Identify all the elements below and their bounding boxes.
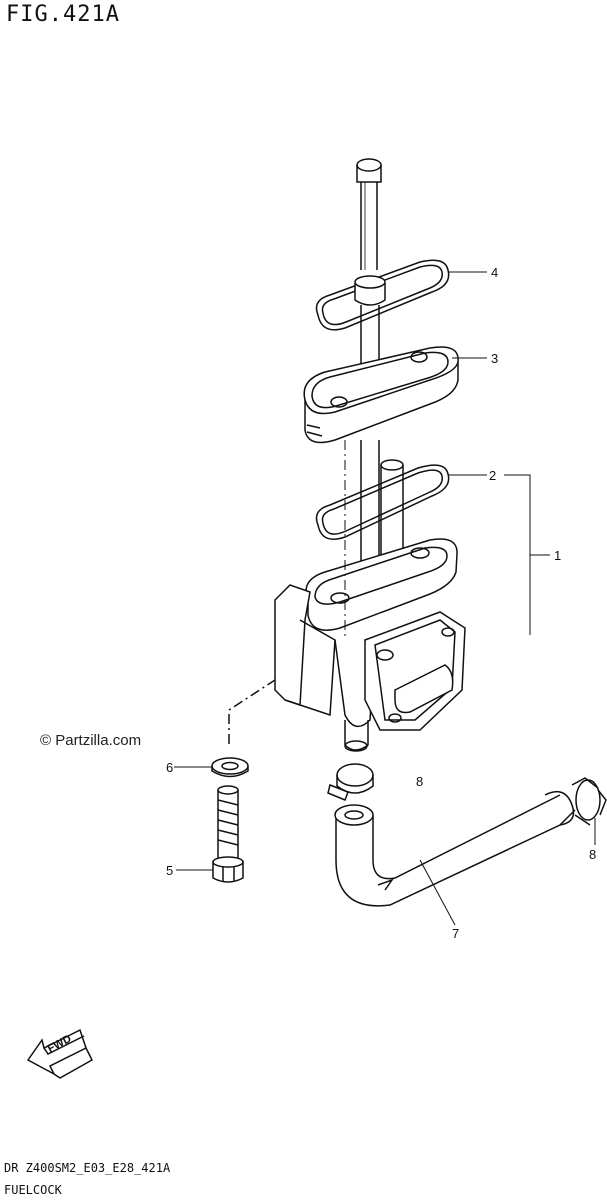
watermark: © Partzilla.com [40,732,142,749]
callout-4: 4 [491,265,499,280]
callout-8-right: 8 [589,847,597,862]
callout-3: 3 [491,351,499,366]
callout-6: 6 [166,760,174,775]
gasket-3 [303,346,459,444]
diagram-name: FUELCOCK [4,1183,62,1197]
screw-leader [228,679,276,744]
fwd-arrow-icon [26,1028,93,1079]
callout-7: 7 [452,926,460,941]
figure-title: FIG.421A [6,2,120,27]
leader-lines [174,271,596,926]
callout-2: 2 [489,468,497,483]
callout-8-left: 8 [416,774,424,789]
o-ring-2 [315,464,450,540]
hose-7 [334,790,576,907]
rod [356,158,382,270]
valve-body [274,538,466,752]
o-ring-4 [315,259,450,331]
clamp-8-right [571,777,607,826]
clamp-8-left [327,763,374,801]
washer-6 [211,757,249,778]
callout-1: 1 [554,548,562,563]
diagram-code: DR Z400SM2_E03_E28_421A [4,1161,171,1175]
screw-5 [212,785,244,883]
rod-collar [354,275,386,395]
callout-5: 5 [166,863,174,878]
